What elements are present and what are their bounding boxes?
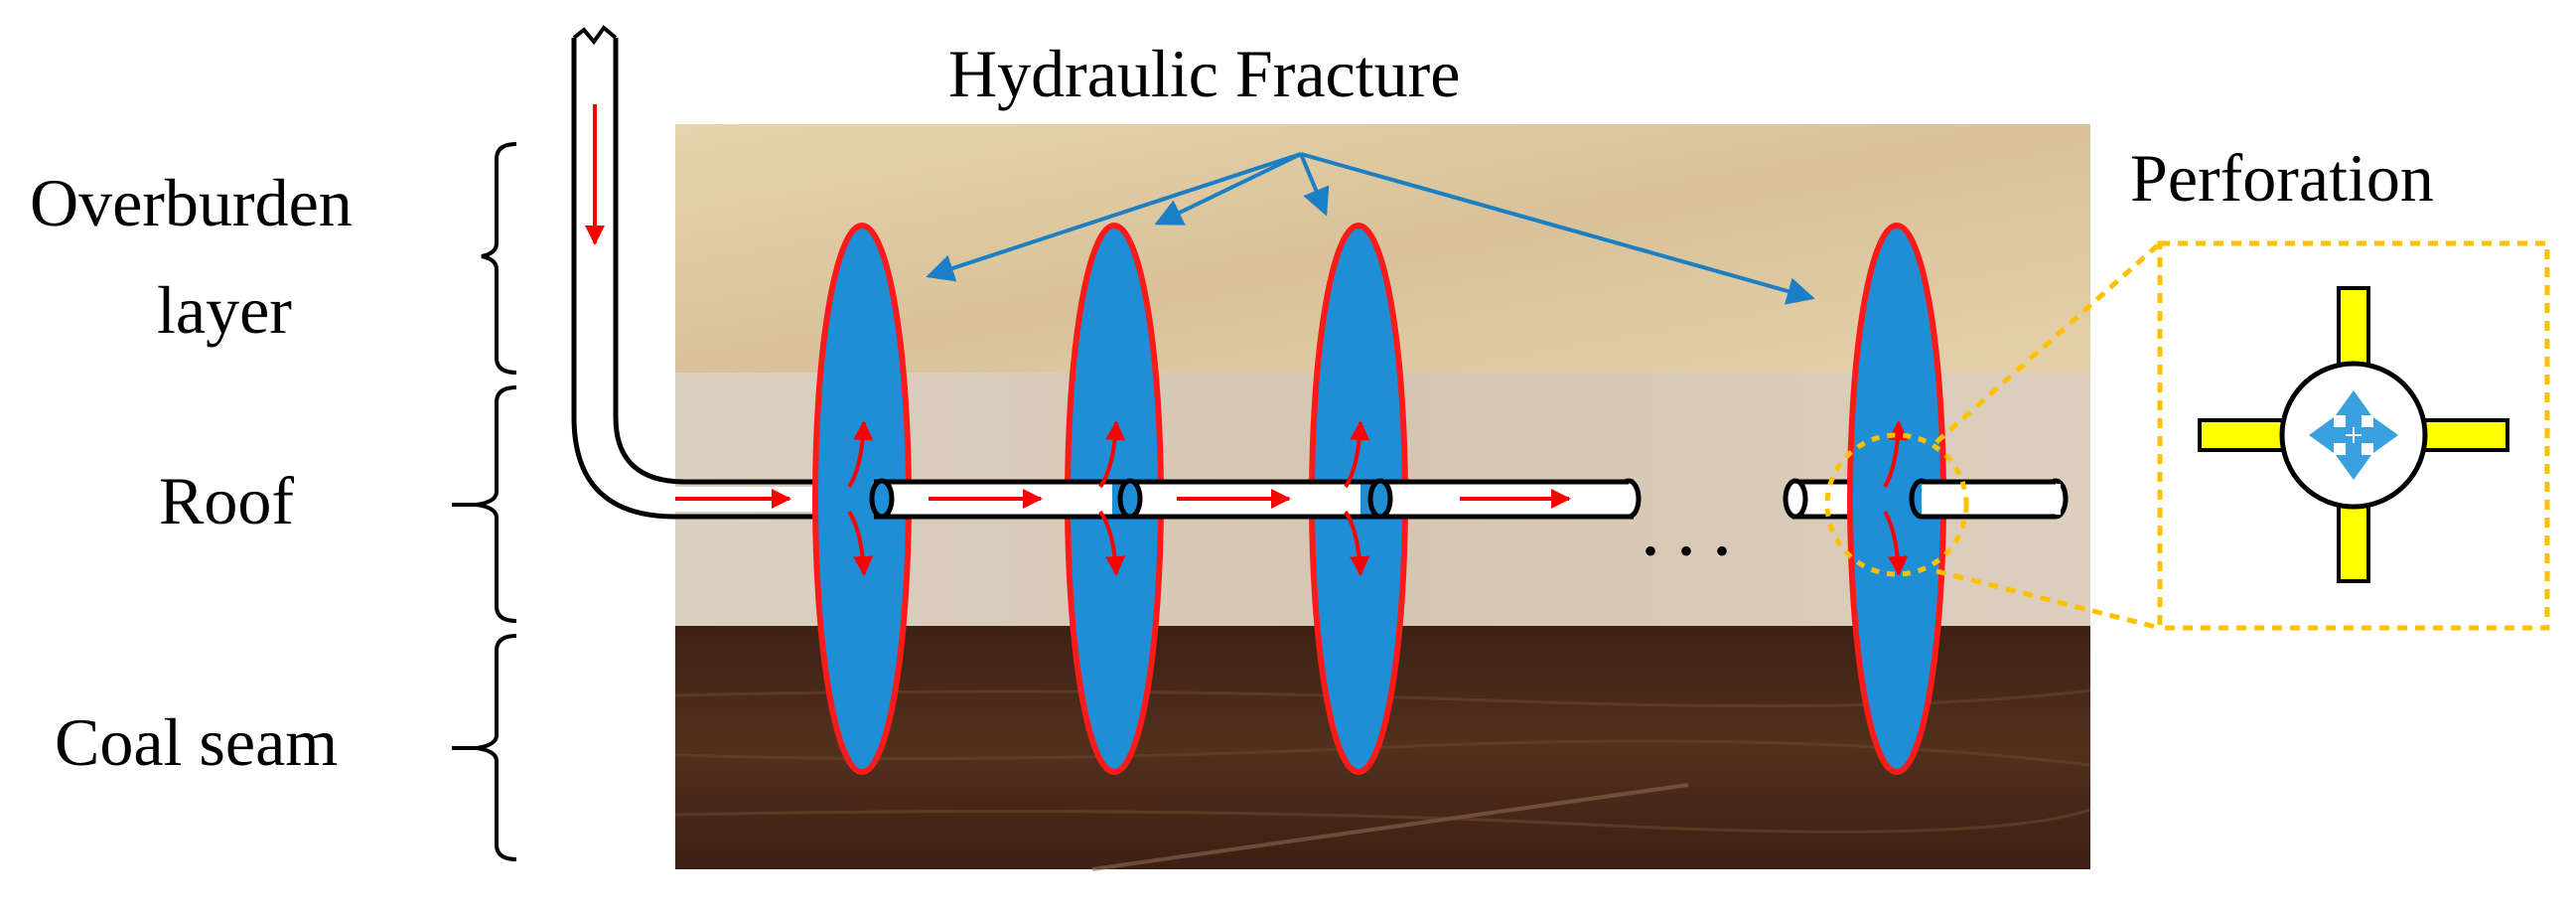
inset-connectors [1934, 241, 2162, 631]
perforation-highlight-circle [1824, 432, 1969, 577]
pointer-3 [1299, 153, 1330, 217]
prop-3-up [1344, 420, 1370, 489]
overburden-label-line2: layer [157, 272, 292, 348]
fracture-pointers [926, 152, 1815, 305]
pipe-cross-4 [1922, 484, 2061, 515]
wellbore-inner [613, 38, 1634, 485]
roof-brace [452, 385, 517, 623]
wellbore-top-break [572, 25, 618, 46]
prop-2-up [1098, 420, 1126, 489]
layer-braces [452, 142, 517, 861]
flow-arrows [585, 104, 1571, 509]
propagation-arrows [847, 420, 1909, 576]
prop-1-down [847, 510, 874, 576]
ellipsis-label: • • • [1644, 529, 1736, 573]
connector-top [1934, 241, 2162, 444]
pipe-joint-2 [1117, 478, 1143, 520]
prop-4-up [1883, 420, 1909, 489]
perforation-inset [2157, 240, 2550, 631]
wellbore-outer [571, 38, 1634, 520]
pipe-joint-1 [869, 478, 895, 520]
coal-seam-label: Coal seam [55, 704, 339, 780]
hydraulic-fracture-label: Hydraulic Fracture [948, 36, 1461, 111]
perforation-label: Perforation [2130, 140, 2434, 216]
perforation-move-icon [2309, 390, 2398, 480]
prop-2-down [1098, 510, 1126, 576]
pointer-4 [1300, 152, 1815, 305]
overburden-brace [481, 142, 517, 375]
pointer-2 [1154, 152, 1302, 226]
pointer-1 [926, 152, 1302, 282]
pipe-joint-3 [1367, 478, 1393, 520]
overburden-label-line1: Overburden [30, 165, 353, 240]
connector-bottom [1935, 568, 2161, 631]
prop-3-down [1344, 510, 1370, 576]
coal-seam-brace [452, 634, 517, 861]
pipe-start-cap [1783, 478, 1808, 520]
prop-1-up [847, 420, 874, 489]
roof-label: Roof [159, 463, 294, 538]
prop-4-down [1883, 510, 1909, 576]
